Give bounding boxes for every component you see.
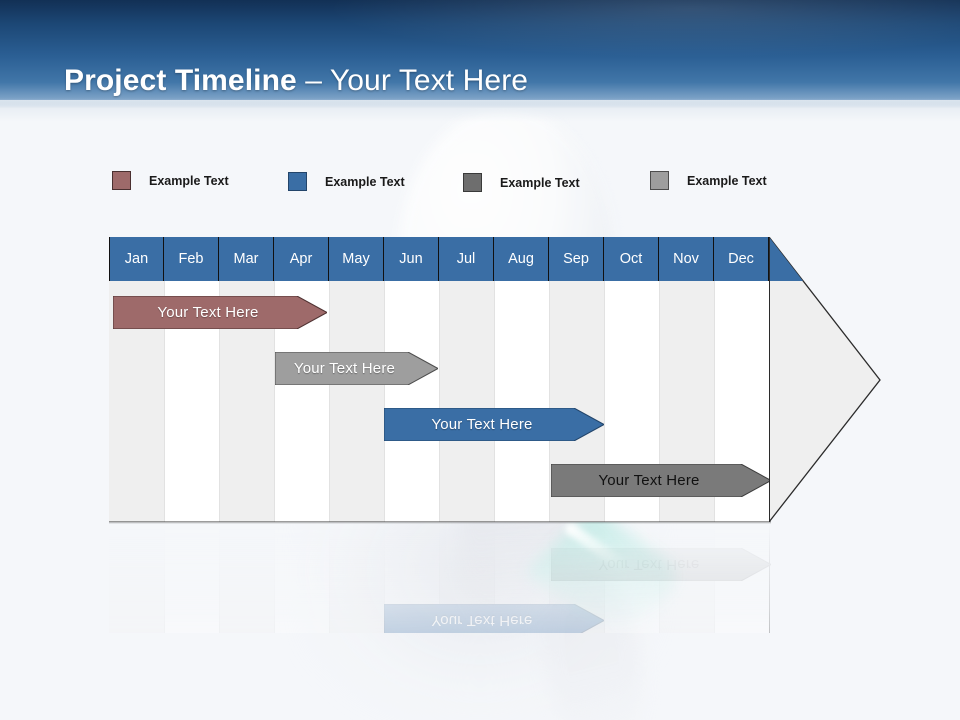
- column-divider-8: [549, 523, 550, 720]
- timeline-column-oct: [604, 523, 659, 720]
- legend-item-3[interactable]: Example Text: [463, 173, 580, 192]
- column-divider-11: [714, 523, 715, 720]
- month-header-nov[interactable]: Nov: [659, 237, 714, 281]
- column-divider-4: [329, 281, 330, 522]
- month-header-sep[interactable]: Sep: [549, 237, 604, 281]
- column-divider-8: [549, 281, 550, 522]
- timeline-column-jul: [439, 523, 494, 720]
- background-object-lower: [529, 553, 656, 720]
- timeline-column-feb: [164, 237, 219, 522]
- column-divider-4: [329, 523, 330, 720]
- month-header-jul[interactable]: Jul: [439, 237, 494, 281]
- task-bar-label-4: Your Text Here: [598, 556, 700, 573]
- column-divider-7: [494, 523, 495, 720]
- column-divider-2: [219, 281, 220, 522]
- timeline-column-dec: [714, 523, 769, 720]
- legend-label-2: Example Text: [325, 174, 405, 189]
- column-divider-11: [714, 281, 715, 522]
- legend-swatch-icon-1: [112, 171, 131, 190]
- column-divider-6: [439, 523, 440, 720]
- legend-swatch-icon-4: [650, 171, 669, 190]
- timeline-column-mar: [219, 523, 274, 720]
- timeline-column-jan: [109, 237, 164, 522]
- column-divider-9: [604, 281, 605, 522]
- timeline-arrow-head: [768, 235, 881, 524]
- timeline-column-apr: [274, 523, 329, 720]
- task-bar-label-2: Your Text Here: [293, 360, 396, 377]
- task-bar-label-2: Your Text Here: [293, 668, 396, 685]
- timeline-column-jan: [109, 523, 164, 720]
- month-header-dec[interactable]: Dec: [714, 237, 769, 281]
- column-divider-9: [604, 523, 605, 720]
- legend-label-4: Example Text: [687, 173, 767, 188]
- timeline-column-jun: [384, 523, 439, 720]
- legend-swatch-icon-2: [288, 172, 307, 191]
- column-divider-10: [659, 281, 660, 522]
- column-divider-1: [164, 281, 165, 522]
- month-header-mar[interactable]: Mar: [219, 237, 274, 281]
- background-object-highlight: [562, 521, 628, 571]
- task-bar-3: [384, 604, 604, 637]
- timeline-column-may: [329, 523, 384, 720]
- task-bar-label-4: Your Text Here: [598, 472, 700, 489]
- task-bar-label-1: Your Text Here: [113, 716, 303, 720]
- timeline-column-nov: [659, 523, 714, 720]
- timeline-column-aug: [494, 237, 549, 522]
- legend-label-1: Example Text: [149, 173, 229, 188]
- background-object-teal-accent: [524, 508, 690, 640]
- chart-baseline-shadow: [109, 521, 771, 524]
- legend-item-1[interactable]: Example Text: [112, 171, 229, 190]
- month-header-may[interactable]: May: [329, 237, 384, 281]
- task-bar-label-3: Your Text Here: [431, 416, 533, 433]
- column-divider-5: [384, 523, 385, 720]
- task-bar-1: [113, 716, 327, 720]
- task-bar-1[interactable]: [113, 296, 327, 329]
- page-title-light: – Your Text Here: [296, 64, 529, 97]
- column-divider-7: [494, 281, 495, 522]
- chart-reflection-body: [109, 523, 770, 633]
- column-divider-1: [164, 523, 165, 720]
- task-bar-3[interactable]: [384, 408, 604, 441]
- task-bar-4: [551, 548, 771, 581]
- task-bar-label-3: Your Text Here: [431, 612, 533, 629]
- legend-item-2[interactable]: Example Text: [288, 172, 405, 191]
- column-divider-10: [659, 523, 660, 720]
- task-bar-label-1: Your Text Here: [157, 304, 259, 321]
- column-divider-3: [274, 523, 275, 720]
- timeline-grid-frame: [109, 523, 770, 720]
- column-divider-2: [219, 523, 220, 720]
- month-header-feb[interactable]: Feb: [164, 237, 219, 281]
- column-divider-6: [439, 281, 440, 522]
- timeline-column-jul: [439, 237, 494, 522]
- legend-item-4[interactable]: Example Text: [650, 171, 767, 190]
- month-header-apr[interactable]: Apr: [274, 237, 329, 281]
- page-title-bold: Project Timeline: [64, 64, 297, 97]
- legend-label-3: Example Text: [500, 175, 580, 190]
- timeline-column-aug: [494, 523, 549, 720]
- legend-swatch-icon-3: [463, 173, 482, 192]
- task-bar-2[interactable]: [275, 352, 438, 385]
- month-header-aug[interactable]: Aug: [494, 237, 549, 281]
- timeline-column-mar: [219, 237, 274, 522]
- month-header-jan[interactable]: Jan: [109, 237, 164, 281]
- page-title: Project Timeline – Your Text Here: [64, 60, 528, 102]
- column-divider-3: [274, 281, 275, 522]
- column-divider-5: [384, 281, 385, 522]
- month-header-oct[interactable]: Oct: [604, 237, 659, 281]
- task-bar-4[interactable]: [551, 464, 771, 497]
- timeline-column-feb: [164, 523, 219, 720]
- timeline-column-sep: [549, 523, 604, 720]
- task-bar-2: [275, 660, 438, 693]
- month-header-jun[interactable]: Jun: [384, 237, 439, 281]
